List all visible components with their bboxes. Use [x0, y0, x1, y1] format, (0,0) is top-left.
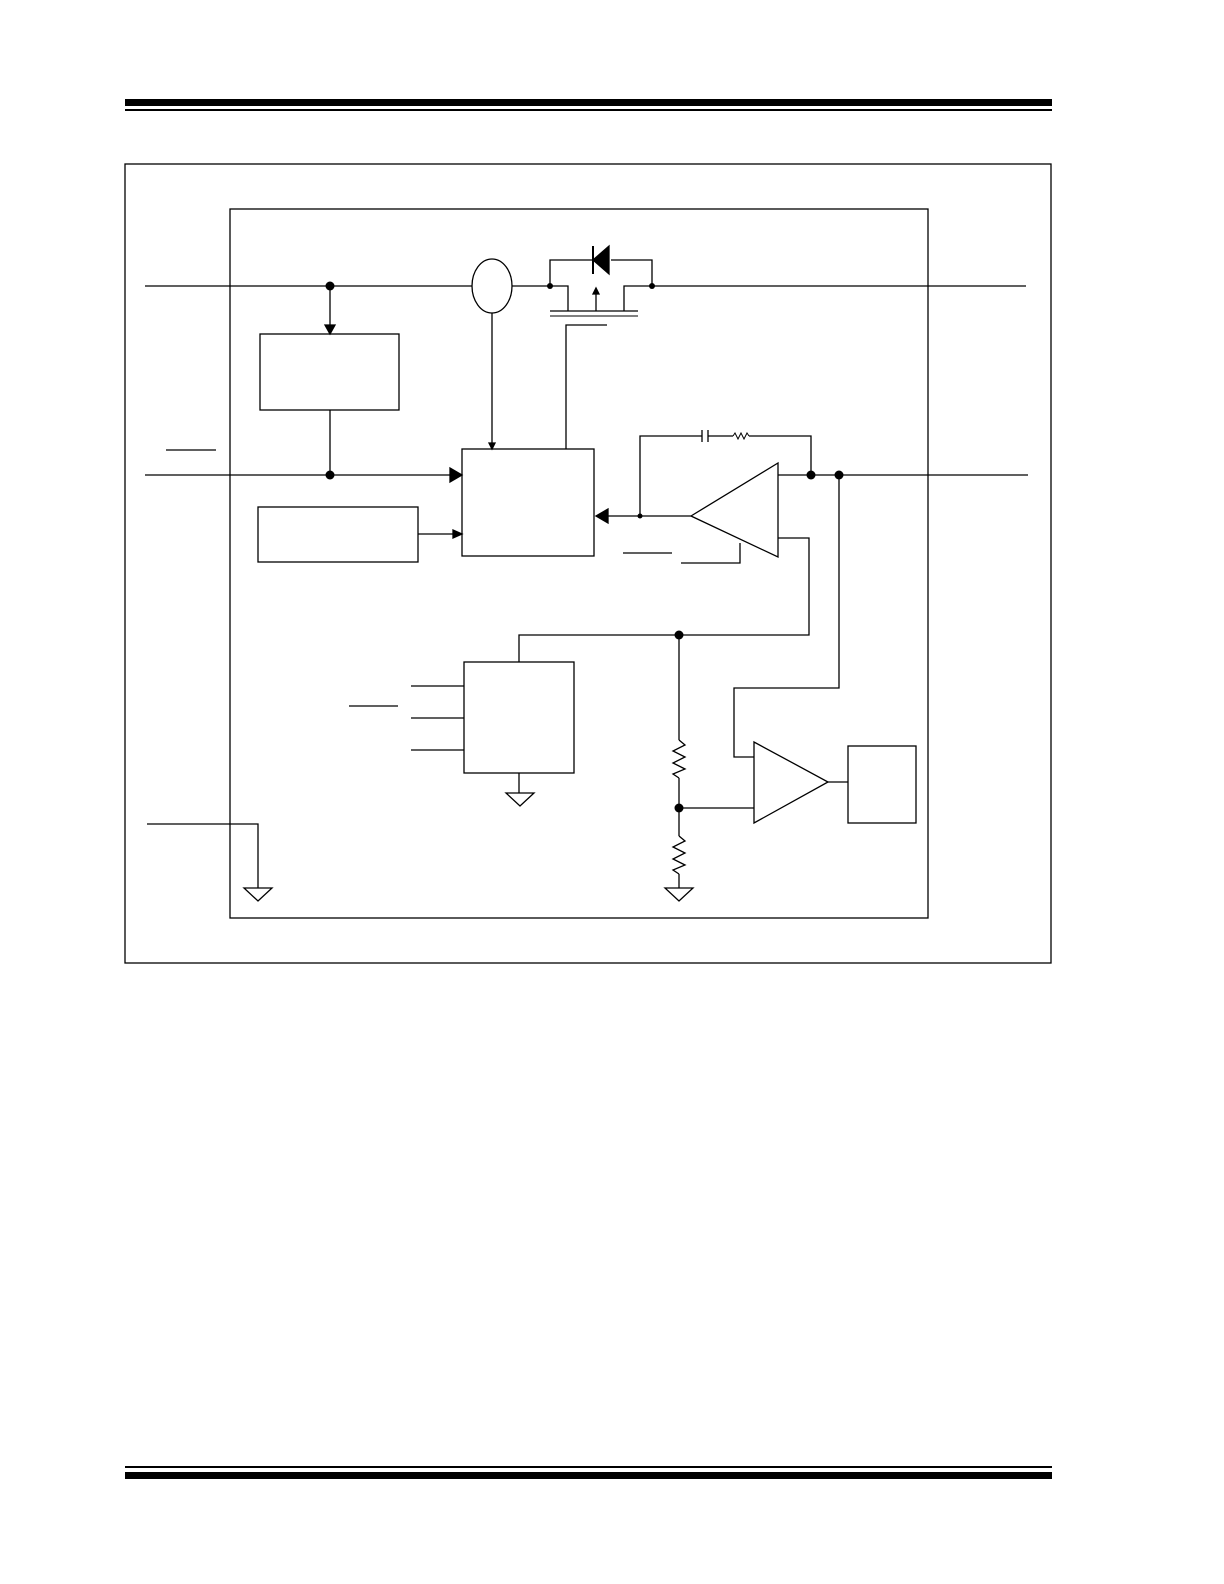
header-rule-thick: [125, 99, 1052, 106]
divider-resistor-bottom-icon: [671, 835, 687, 875]
uvlo-supply-arrow: [323, 324, 337, 336]
error-amplifier: [689, 461, 779, 559]
output-comparator: [753, 740, 830, 825]
current-sense-icon: [471, 258, 513, 314]
error-amp-enable-line: [681, 543, 741, 564]
footer-rule-thin: [125, 1466, 1052, 1468]
error-amp-output-arrow: [594, 507, 609, 525]
soft-start-block: [463, 661, 575, 774]
body-diode-icon: [592, 244, 610, 276]
outer-figure-frame: [124, 163, 1052, 964]
footer-rule-thick: [125, 1472, 1052, 1479]
ground-icon: [504, 792, 536, 807]
divider-resistor-top-icon: [671, 739, 687, 779]
device-boundary: [229, 208, 929, 919]
error-amp-output-dot: [637, 513, 643, 519]
ground-pin-line: [147, 823, 259, 888]
enable-input-arrow: [449, 466, 464, 484]
comparator-output-block: [847, 745, 917, 824]
pass-mosfet-icon: [547, 259, 655, 317]
ground-pin-icon: [242, 887, 274, 902]
reference-output-arrow: [452, 528, 464, 540]
undervoltage-lockout-block: [259, 333, 400, 411]
gate-drive-line: [565, 324, 607, 449]
compensation-loop-right: [749, 435, 812, 475]
header-rule-thin: [125, 109, 1052, 111]
feedback-junction-dot-1: [806, 470, 816, 480]
reference-bus: [518, 537, 810, 662]
enable-junction-dot: [325, 470, 335, 480]
control-logic-block: [461, 448, 595, 557]
reference-block: [257, 506, 419, 563]
comparator-sense-line: [733, 475, 840, 758]
current-sense-arrow: [487, 442, 497, 451]
compensation-capacitor-icon: [701, 430, 709, 442]
compensation-loop-left: [639, 435, 702, 516]
compensation-resistor-icon: [732, 431, 750, 441]
divider-ground-icon: [663, 887, 695, 902]
